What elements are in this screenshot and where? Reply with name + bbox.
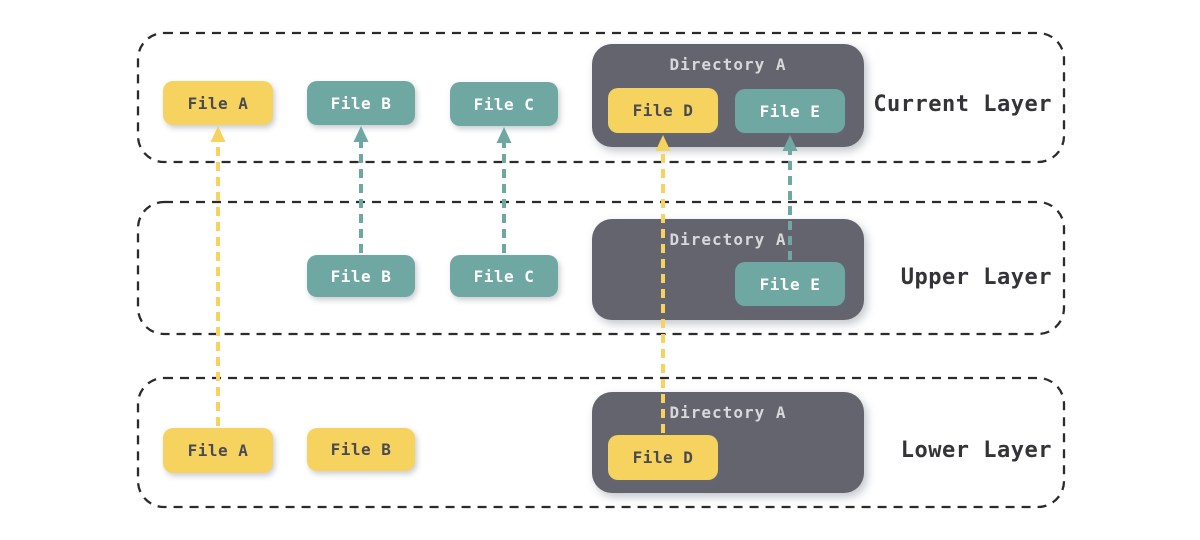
file-box-current-file-d: File D <box>608 88 718 133</box>
file-box-current-file-b: File B <box>307 81 415 125</box>
file-label: File A <box>187 441 249 460</box>
file-box-upper-file-c: File C <box>450 255 558 297</box>
file-label: File E <box>759 101 821 121</box>
file-label: File B <box>330 266 392 286</box>
file-label: File B <box>330 93 392 113</box>
arrowhead-icon <box>210 126 226 142</box>
arrow-file-b-upper-to-current <box>353 126 369 253</box>
file-label: File C <box>473 94 535 114</box>
file-box-current-file-e: File E <box>735 89 845 133</box>
file-box-lower-file-a: File A <box>163 428 273 473</box>
arrowhead-icon <box>353 126 369 142</box>
directory-title: Directory A <box>669 403 787 422</box>
directory-title: Directory A <box>669 55 787 74</box>
file-box-upper-file-b: File B <box>307 255 415 297</box>
file-box-upper-file-e: File E <box>735 262 845 306</box>
file-label: File C <box>473 266 535 286</box>
file-box-lower-file-b: File B <box>307 428 415 471</box>
file-box-lower-file-d: File D <box>608 435 718 480</box>
file-label: File B <box>330 440 392 459</box>
directory-box-current-dir-a: Directory A File D File E <box>592 44 864 147</box>
directory-box-lower-dir-a: Directory A File D <box>592 392 864 493</box>
file-box-current-file-a: File A <box>163 81 273 125</box>
arrow-file-a-lower-to-current <box>210 126 226 426</box>
arrowhead-icon <box>496 127 512 143</box>
directory-title: Directory A <box>669 230 787 249</box>
arrow-file-c-upper-to-current <box>496 127 512 253</box>
directory-box-upper-dir-a: Directory A File E <box>592 219 864 320</box>
file-box-current-file-c: File C <box>450 82 558 126</box>
file-label: File D <box>632 101 694 120</box>
file-label: File D <box>632 448 694 467</box>
file-label: File E <box>759 274 821 294</box>
file-label: File A <box>187 93 249 113</box>
